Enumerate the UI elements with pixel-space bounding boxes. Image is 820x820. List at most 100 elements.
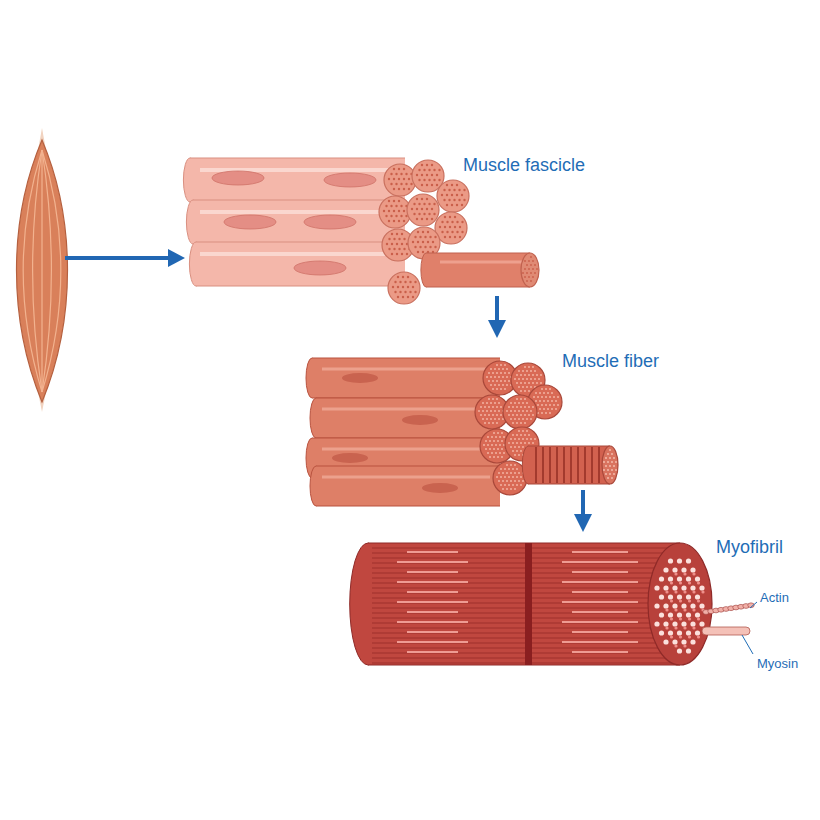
fiber-dot: [421, 184, 423, 186]
muscle-line: [42, 150, 51, 392]
fiber-dot: [609, 465, 611, 467]
fiber-dot: [514, 472, 516, 474]
fiber-dot: [394, 291, 396, 293]
fiber-dot: [672, 585, 677, 590]
fiber-dot: [520, 406, 522, 408]
fiber-dot: [530, 438, 532, 440]
fiber-dot: [508, 414, 510, 416]
fiber-dot: [512, 422, 514, 424]
fiber-dot: [436, 174, 438, 176]
fiber-dot: [458, 189, 460, 191]
fiber-dot: [534, 272, 536, 274]
fiber-dot: [503, 436, 505, 438]
fiber-dot: [388, 238, 390, 240]
flow-arrow: [65, 256, 170, 260]
fiber-dot: [412, 286, 414, 288]
fiber-dot: [506, 480, 508, 482]
fiber-dot: [535, 392, 537, 394]
fiber-dot: [512, 442, 514, 444]
fiber-dot: [522, 418, 524, 420]
fiber-dot: [545, 388, 547, 390]
cylinder-edge: [528, 446, 610, 447]
fiber-dot: [398, 220, 400, 222]
fiber-dot: [524, 382, 526, 384]
fiber-dot: [417, 231, 419, 233]
fiber-dot: [668, 558, 673, 563]
fiber-dot: [518, 438, 520, 440]
fiber-dot: [398, 188, 400, 190]
fiber-dot: [444, 226, 446, 228]
fiber-dot: [532, 276, 534, 278]
light-band: [407, 651, 458, 653]
fiber-dot: [516, 422, 518, 424]
fiber-dot: [516, 442, 518, 444]
nucleus: [224, 215, 276, 229]
fiber-dot: [482, 418, 484, 420]
fiber-dot: [388, 210, 390, 212]
z-disc: [525, 543, 532, 665]
fiber-dot: [489, 440, 491, 442]
cross-section: [503, 395, 537, 429]
fiber-dot: [615, 461, 617, 463]
fiber-dot: [522, 410, 524, 412]
fiber-dot: [605, 457, 607, 459]
fiber-dot: [654, 621, 659, 626]
fiber-dot: [499, 452, 501, 454]
muscle-line: [33, 150, 42, 392]
fiber-dot: [414, 281, 416, 283]
fiber-dot: [422, 231, 424, 233]
fiber-dot: [514, 464, 516, 466]
fiber-dot: [520, 476, 522, 478]
fiber-dot: [489, 448, 491, 450]
fiber-dot: [404, 281, 406, 283]
fiber-dot: [518, 472, 520, 474]
cylinder-edge: [196, 286, 405, 287]
fiber-dot: [444, 236, 446, 238]
fiber-dot: [436, 184, 438, 186]
fiber-dot: [423, 169, 425, 171]
fiber-dot: [405, 183, 407, 185]
fiber-dot: [500, 484, 502, 486]
fiber-dot: [416, 198, 418, 200]
cross-section: [521, 253, 539, 287]
fiber-dot: [695, 612, 700, 617]
fiber-dot: [524, 268, 526, 270]
fiber-dot: [536, 374, 538, 376]
highlight: [200, 252, 395, 256]
fiber-dot: [446, 204, 448, 206]
fiber-dot: [456, 221, 458, 223]
fiber-dot: [514, 480, 516, 482]
fiber-dot: [539, 400, 541, 402]
fiber-dot: [396, 233, 398, 235]
fiber-dot: [516, 434, 518, 436]
fiber-dot: [510, 418, 512, 420]
cross-section: [407, 194, 439, 226]
fiber-dot: [391, 233, 393, 235]
fiber-dot: [414, 246, 416, 248]
fiber-dot: [534, 438, 536, 440]
fiber-dot: [484, 414, 486, 416]
fiber-dot: [520, 382, 522, 384]
fiber-dot: [520, 374, 522, 376]
fiber-dot: [423, 203, 425, 205]
fiber-dot: [522, 386, 524, 388]
fiber-dot: [485, 440, 487, 442]
fiber-dot: [448, 189, 450, 191]
myofibril: [350, 543, 712, 665]
fiber-dot: [526, 418, 528, 420]
fiber-myofibril: [522, 446, 618, 484]
fiber-dot: [524, 434, 526, 436]
fiber-dot: [528, 374, 530, 376]
light-band: [572, 651, 628, 653]
fiber-dot: [398, 168, 400, 170]
fiber-dot: [543, 392, 545, 394]
fiber-dot: [690, 603, 695, 608]
fiber-dot: [449, 216, 451, 218]
fiber-dot: [431, 164, 433, 166]
fiber-dot: [524, 366, 526, 368]
fiber-dot: [514, 488, 516, 490]
fiber-dot: [492, 406, 494, 408]
fiber-dot: [448, 199, 450, 201]
fiber-dot: [385, 215, 387, 217]
fiber-dot: [426, 184, 428, 186]
